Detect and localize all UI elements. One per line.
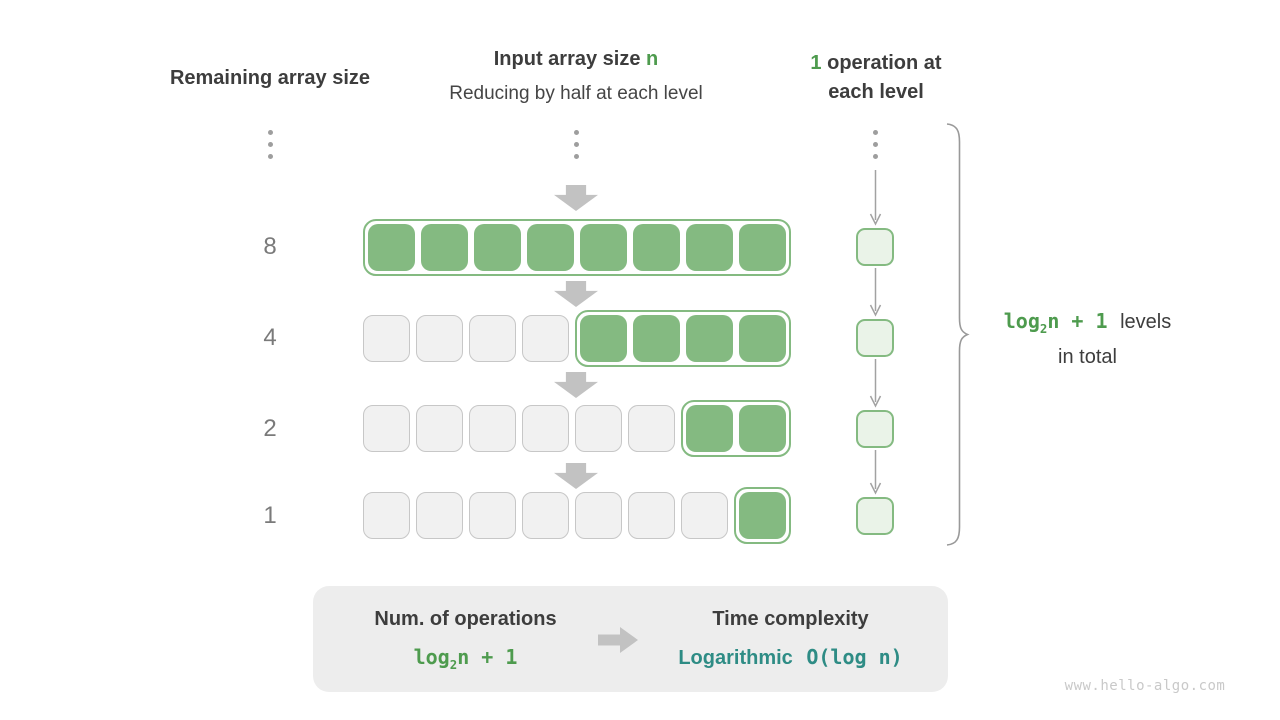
array-cell-active xyxy=(686,405,733,452)
array-cell-active xyxy=(474,224,521,271)
time-complexity-title: Time complexity xyxy=(712,608,869,630)
down-arrow-icon xyxy=(554,463,598,489)
array-cell-active xyxy=(421,224,468,271)
header-each-level-text: each level xyxy=(828,81,924,103)
time-complexity-value: Logarithmic O(log n) xyxy=(653,645,928,670)
watermark: www.hello-algo.com xyxy=(1064,678,1226,694)
array-row xyxy=(363,219,791,276)
log2n-plus-1-formula: log2n + 1 xyxy=(1003,309,1108,336)
array-cell-active xyxy=(739,405,786,452)
vertical-ellipsis-icon xyxy=(573,130,579,159)
array-row xyxy=(363,400,791,457)
array-cell-inactive xyxy=(469,492,516,539)
logarithmic-text: Logarithmic xyxy=(678,647,793,669)
array-row xyxy=(363,310,791,367)
active-subarray-outline xyxy=(681,400,791,457)
right-arrow-icon xyxy=(598,627,638,653)
active-subarray-outline xyxy=(363,219,791,276)
header-one-operation: 1 operation at each level xyxy=(766,49,986,107)
levels-total-label: log2n + 1 levels in total xyxy=(985,307,1190,372)
remaining-size-label: 4 xyxy=(263,324,277,351)
array-cell-active xyxy=(633,224,680,271)
operation-cell xyxy=(856,497,894,535)
array-cell-inactive xyxy=(575,492,622,539)
operation-cell xyxy=(856,319,894,357)
array-cell-inactive xyxy=(363,405,410,452)
operation-cell xyxy=(856,228,894,266)
array-cell-inactive xyxy=(628,492,675,539)
array-cell-inactive xyxy=(469,405,516,452)
curly-brace xyxy=(946,123,970,546)
array-cell-active xyxy=(686,315,733,362)
header-reducing-subtitle: Reducing by half at each level xyxy=(449,83,703,104)
array-cell-inactive xyxy=(681,492,728,539)
array-cell-inactive xyxy=(522,315,569,362)
header-remaining-array-size: Remaining array size xyxy=(169,67,371,89)
down-arrow-icon xyxy=(554,281,598,307)
array-cell-active xyxy=(527,224,574,271)
big-o-log-n: O(log n) xyxy=(806,645,903,669)
array-cell-inactive xyxy=(522,492,569,539)
array-cell-active xyxy=(686,224,733,271)
array-cell-active xyxy=(580,224,627,271)
header-n-accent: n xyxy=(646,48,659,70)
operation-cell xyxy=(856,410,894,448)
array-cell-inactive xyxy=(522,405,569,452)
remaining-size-label: 1 xyxy=(263,502,277,529)
array-cell-active xyxy=(739,315,786,362)
array-cell-inactive xyxy=(416,492,463,539)
array-cell-inactive xyxy=(628,405,675,452)
in-total-text: in total xyxy=(1058,346,1117,368)
active-subarray-outline xyxy=(575,310,791,367)
remaining-size-label: 8 xyxy=(263,233,277,260)
header-input-array-size: Input array size n xyxy=(426,45,726,74)
array-cell-active xyxy=(739,224,786,271)
array-cell-inactive xyxy=(363,492,410,539)
remaining-size-label: 2 xyxy=(263,415,277,442)
header-input-array-size-text: Input array size xyxy=(493,48,641,70)
array-cell-inactive xyxy=(363,315,410,362)
num-operations-title: Num. of operations xyxy=(374,608,557,630)
active-subarray-outline xyxy=(734,487,791,544)
array-cell-inactive xyxy=(416,315,463,362)
vertical-ellipsis-icon xyxy=(267,130,273,159)
array-cell-inactive xyxy=(575,405,622,452)
levels-text: levels xyxy=(1120,311,1172,333)
array-cell-active xyxy=(368,224,415,271)
array-cell-inactive xyxy=(416,405,463,452)
vertical-ellipsis-icon xyxy=(872,130,878,159)
header-operation-text: operation at xyxy=(827,52,942,74)
summary-box: Num. of operations log2n + 1 Time comple… xyxy=(313,586,948,692)
down-arrow-icon xyxy=(554,372,598,398)
array-cell-active xyxy=(580,315,627,362)
array-cell-active xyxy=(739,492,786,539)
num-operations-formula: log2n + 1 xyxy=(413,645,518,672)
array-cell-active xyxy=(633,315,680,362)
array-cell-inactive xyxy=(469,315,516,362)
array-row xyxy=(363,487,791,544)
down-arrow-icon xyxy=(554,185,598,211)
header-one-accent: 1 xyxy=(810,52,822,74)
